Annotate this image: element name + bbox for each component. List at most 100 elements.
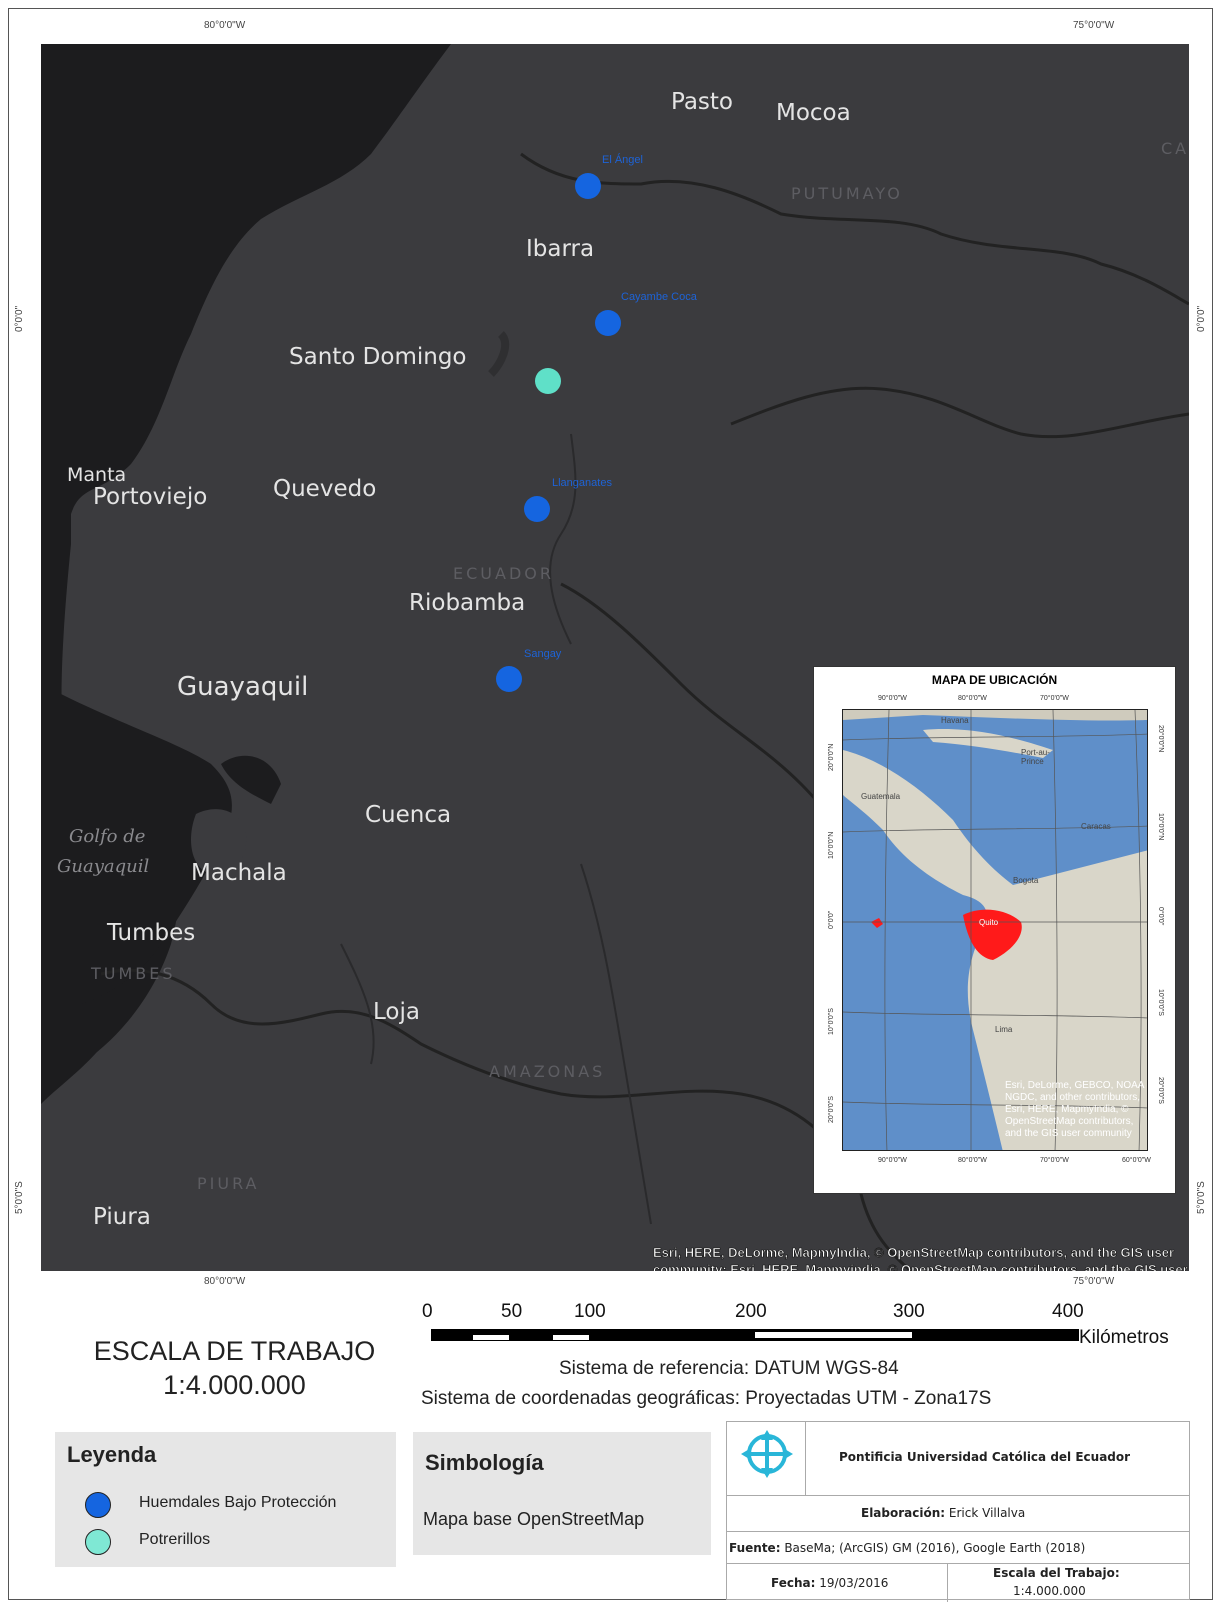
source-label: Fuente: xyxy=(729,1541,781,1555)
inset-bottom-label-60w: 60°0'0"W xyxy=(1122,1157,1151,1164)
gulf-water xyxy=(41,694,232,1004)
inset-left-label-10s: 10°0'0"S xyxy=(828,1008,835,1035)
author-field: Elaboración: Erick Villalva xyxy=(861,1506,1025,1520)
city-tumbes: Tumbes xyxy=(107,920,196,946)
inset-place-caracas: Caracas xyxy=(1081,822,1111,831)
inset-top-label-70w: 70°0'0"W xyxy=(1040,695,1069,702)
inset-land-usa xyxy=(843,710,1147,721)
scale-tick-300: 300 xyxy=(893,1301,925,1322)
inset-location-map: MAPA DE UBICACIÓN 90°0'0"W 80°0'0"W 70°0… xyxy=(813,666,1176,1194)
scale-bar xyxy=(431,1329,1079,1341)
inset-place-havana: Havana xyxy=(941,716,969,725)
institution-name: Pontificia Universidad Católica del Ecua… xyxy=(839,1450,1131,1464)
inset-left-label-20s: 20°0'0"S xyxy=(828,1096,835,1123)
site-label-llanganates: Llanganates xyxy=(552,477,612,489)
legend-label-huemdales: Huemdales Bajo Protección xyxy=(139,1494,337,1511)
region-ecuador: ECUADOR xyxy=(453,564,554,583)
region-ca: CA xyxy=(1161,139,1189,158)
bottom-lon-label-75w: 75°0'0"W xyxy=(1073,1276,1115,1287)
source-value: BaseMa; (ArcGIS) GM (2016), Google Earth… xyxy=(784,1541,1086,1555)
city-guayaquil: Guayaquil xyxy=(177,672,309,702)
site-marker-potrerillos[interactable] xyxy=(535,368,561,394)
right-lat-label-0: 0°0'0" xyxy=(1196,305,1207,332)
site-marker-cayambe-coca[interactable] xyxy=(595,310,621,336)
date-scale-row: Fecha: 19/03/2016 Escala del Trabajo: 1:… xyxy=(727,1563,1189,1602)
site-marker-llanganates[interactable] xyxy=(524,496,550,522)
author-label: Elaboración: xyxy=(861,1506,946,1520)
inset-place-lima: Lima xyxy=(995,1025,1013,1034)
date-field: Fecha: 19/03/2016 xyxy=(771,1576,888,1590)
site-marker-el-angel[interactable] xyxy=(575,173,601,199)
scale-ratio: 1:4.000.000 xyxy=(163,1370,306,1400)
inset-map-svg xyxy=(843,710,1147,1150)
city-pasto: Pasto xyxy=(671,89,734,115)
inset-credit: Esri, DeLorme, GEBCO, NOAA NGDC, and oth… xyxy=(1005,1080,1144,1139)
inset-land-cuba xyxy=(923,729,1053,758)
legend-label-potrerillos: Potrerillos xyxy=(139,1531,211,1548)
region-tumbes: TUMBES xyxy=(91,964,176,983)
inset-left-label-10n: 10°0'0"N xyxy=(828,831,835,859)
author-row: Elaboración: Erick Villalva xyxy=(727,1495,1189,1531)
gulf-label-line2: Guayaquil xyxy=(57,856,150,877)
city-riobamba: Riobamba xyxy=(409,590,526,616)
city-quevedo: Quevedo xyxy=(273,476,377,502)
colombia-border xyxy=(520,152,1189,306)
symbology-title: Simbología xyxy=(425,1450,544,1475)
river-2 xyxy=(340,863,652,1225)
scale-tick-200: 200 xyxy=(735,1301,767,1322)
legend-title: Leyenda xyxy=(67,1442,157,1467)
city-piura: Piura xyxy=(93,1204,151,1230)
date-value: 19/03/2016 xyxy=(819,1576,889,1590)
logo-divider xyxy=(805,1422,806,1495)
legend-swatch-potrerillos xyxy=(85,1529,111,1555)
symbology-panel: Simbología Mapa base OpenStreetMap xyxy=(413,1432,711,1555)
inset-place-port-au-prince: Port-au-Prince xyxy=(1021,748,1050,766)
city-cuenca: Cuenca xyxy=(365,802,452,828)
university-logo-icon xyxy=(741,1430,793,1478)
city-machala: Machala xyxy=(191,860,287,886)
scale-title-text: ESCALA DE TRABAJO xyxy=(93,1336,376,1366)
inset-right-label-0: 0°0'0" xyxy=(1157,907,1164,926)
scale-tick-400: 400 xyxy=(1052,1301,1084,1322)
scale-tick-0: 0 xyxy=(422,1301,433,1322)
inset-left-label-20n: 20°0'0"N xyxy=(828,743,835,771)
scale-tick-100: 100 xyxy=(574,1301,606,1322)
city-santo-domingo: Santo Domingo xyxy=(289,344,467,370)
inset-bottom-label-80w: 80°0'0"W xyxy=(958,1157,987,1164)
date-divider xyxy=(947,1564,948,1602)
left-lat-label-0: 0°0'0" xyxy=(14,305,25,332)
gulf-label-line1: Golfo de xyxy=(69,826,146,847)
legend-panel: Leyenda Huemdales Bajo Protección Potrer… xyxy=(55,1432,396,1567)
bottom-lon-label-80w: 80°0'0"W xyxy=(204,1276,246,1287)
inset-right-label-20n: 20°0'0"N xyxy=(1157,725,1164,753)
site-label-el-angel: El Ángel xyxy=(602,154,643,166)
top-lon-label-80w: 80°0'0"W xyxy=(204,20,246,31)
scale-title: ESCALA DE TRABAJO 1:4.000.000 xyxy=(68,1334,401,1402)
scale-unit: Kilómetros xyxy=(1079,1327,1169,1348)
scale-label: Escala del Trabajo: xyxy=(993,1566,1120,1580)
inset-top-label-90w: 90°0'0"W xyxy=(878,695,907,702)
inset-title: MAPA DE UBICACIÓN xyxy=(931,673,1058,687)
date-label: Fecha: xyxy=(771,1576,816,1590)
author-value: Erick Villalva xyxy=(948,1506,1026,1520)
lake xyxy=(488,331,510,377)
inset-place-quito: Quito xyxy=(979,918,999,927)
inset-map-canvas[interactable]: Havana Port-au-Prince Guatemala Caracas … xyxy=(842,709,1148,1151)
peru-border-north xyxy=(730,386,1189,439)
site-marker-sangay[interactable] xyxy=(496,666,522,692)
city-loja: Loja xyxy=(373,999,420,1025)
inset-place-guatemala: Guatemala xyxy=(861,792,901,801)
map-frame xyxy=(8,8,1213,1600)
estuary xyxy=(221,755,281,804)
right-lat-label-5s: 5°0'0"S xyxy=(1196,1181,1207,1214)
city-ibarra: Ibarra xyxy=(526,236,595,262)
top-lon-label-75w: 75°0'0"W xyxy=(1073,20,1115,31)
inset-top-label-80w: 80°0'0"W xyxy=(958,695,987,702)
ocean-coast xyxy=(41,1034,111,1104)
reference-datum: Sistema de referencia: DATUM WGS-84 xyxy=(559,1358,899,1379)
scale-value: 1:4.000.000 xyxy=(1013,1584,1086,1598)
inset-bottom-label-70w: 70°0'0"W xyxy=(1040,1157,1069,1164)
inset-galapagos-highlight xyxy=(871,918,883,928)
inset-place-bogota: Bogota xyxy=(1013,876,1039,885)
inset-bottom-label-90w: 90°0'0"W xyxy=(878,1157,907,1164)
